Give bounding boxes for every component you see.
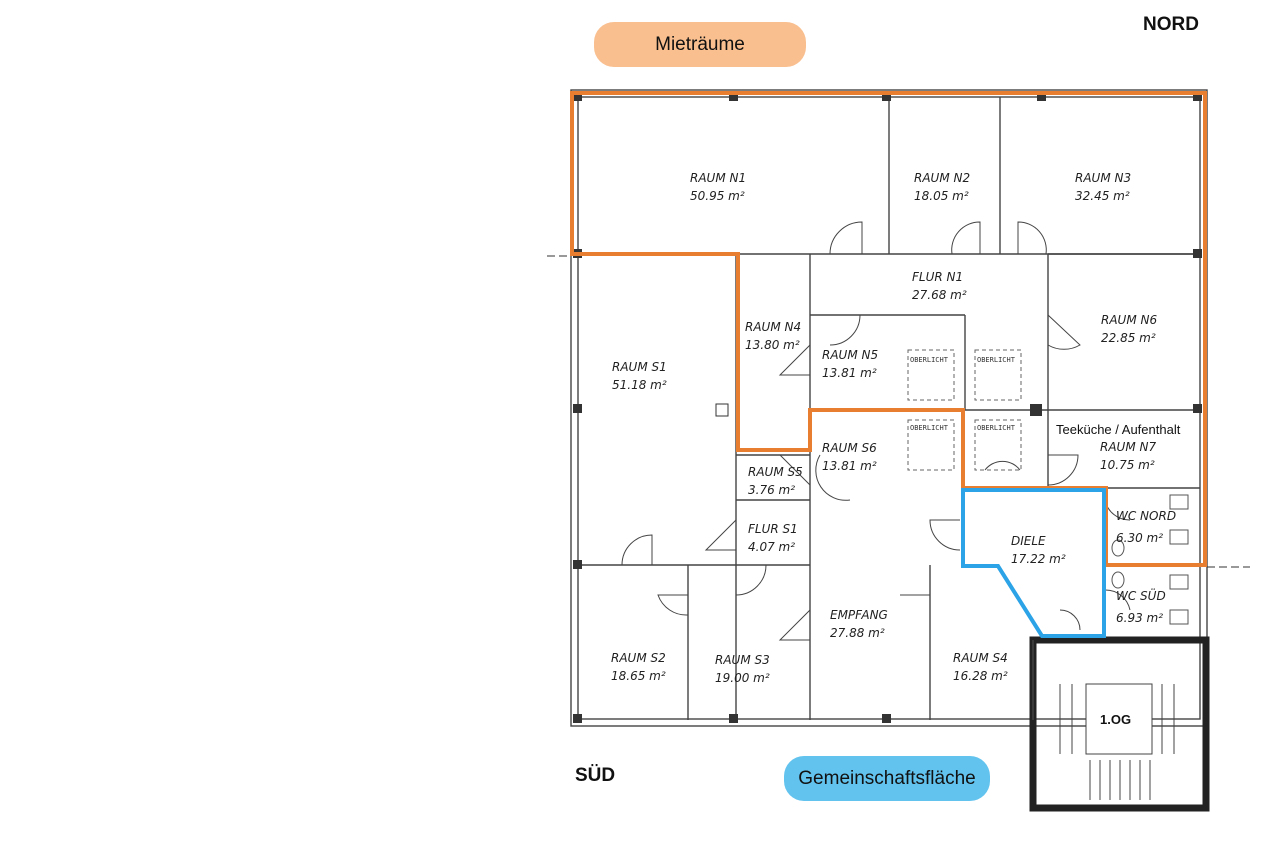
room-n2-area: 18.05 m² bbox=[914, 189, 969, 203]
room-n2-name: RAUM N2 bbox=[914, 171, 970, 185]
rental-area-outline bbox=[570, 91, 1207, 567]
common-area-outline bbox=[961, 488, 1106, 638]
axis-dashes bbox=[547, 255, 1250, 568]
room-s6-name: RAUM S6 bbox=[822, 441, 877, 455]
room-s2-name: RAUM S2 bbox=[611, 651, 666, 665]
room-s4-area: 16.28 m² bbox=[953, 669, 1008, 683]
oberlicht-label-1: OBERLICHT bbox=[910, 356, 949, 364]
flur-n1-name: FLUR N1 bbox=[912, 270, 963, 284]
room-s1-name: RAUM S1 bbox=[612, 360, 667, 374]
room-s4-name: RAUM S4 bbox=[953, 651, 1008, 665]
wc-nord-name: WC NORD bbox=[1116, 509, 1176, 523]
compass-south-label: SÜD bbox=[575, 765, 616, 786]
room-s5-name: RAUM S5 bbox=[748, 465, 803, 479]
room-s3-name: RAUM S3 bbox=[715, 653, 770, 667]
oberlicht-label-2: OBERLICHT bbox=[977, 356, 1016, 364]
room-n6-name: RAUM N6 bbox=[1101, 313, 1157, 327]
room-labels: RAUM N1 50.95 m² RAUM N2 18.05 m² RAUM N… bbox=[611, 171, 1181, 685]
room-s3-area: 19.00 m² bbox=[715, 671, 770, 685]
flur-s1-name: FLUR S1 bbox=[748, 522, 798, 536]
legend-rental-pill: Mieträume bbox=[594, 22, 806, 67]
room-n3-area: 32.45 m² bbox=[1075, 189, 1130, 203]
room-n4-area: 13.80 m² bbox=[745, 338, 800, 352]
room-s1-area: 51.18 m² bbox=[612, 378, 667, 392]
flur-s1-area: 4.07 m² bbox=[748, 540, 795, 554]
room-n1-area: 50.95 m² bbox=[690, 189, 745, 203]
legend-common-pill: Gemeinschaftsfläche bbox=[784, 756, 990, 801]
room-n3-name: RAUM N3 bbox=[1075, 171, 1131, 185]
oberlicht-label-4: OBERLICHT bbox=[977, 424, 1016, 432]
wc-sued-area: 6.93 m² bbox=[1116, 611, 1163, 625]
room-s5-area: 3.76 m² bbox=[748, 483, 795, 497]
room-n7-area: 10.75 m² bbox=[1100, 458, 1155, 472]
room-n4-name: RAUM N4 bbox=[745, 320, 801, 334]
room-s6-area: 13.81 m² bbox=[822, 459, 877, 473]
diele-area: 17.22 m² bbox=[1011, 552, 1066, 566]
skylights bbox=[907, 349, 1022, 471]
oberlicht-label-3: OBERLICHT bbox=[910, 424, 949, 432]
door-swings bbox=[621, 221, 1131, 641]
diele-name: DIELE bbox=[1011, 534, 1046, 548]
room-n6-area: 22.85 m² bbox=[1101, 331, 1156, 345]
columns bbox=[573, 92, 1202, 723]
room-n7-name: RAUM N7 bbox=[1100, 440, 1156, 454]
teekueche-label: Teeküche / Aufenthalt bbox=[1056, 422, 1181, 437]
compass-north-label: NORD bbox=[1143, 14, 1199, 35]
wc-nord-area: 6.30 m² bbox=[1116, 531, 1163, 545]
flur-n1-area: 27.68 m² bbox=[912, 288, 967, 302]
empfang-name: EMPFANG bbox=[830, 608, 888, 622]
room-n5-name: RAUM N5 bbox=[822, 348, 878, 362]
stair-label: 1.OG bbox=[1100, 712, 1131, 727]
room-n1-name: RAUM N1 bbox=[690, 171, 746, 185]
empfang-area: 27.88 m² bbox=[830, 626, 885, 640]
skylight-labels: OBERLICHT OBERLICHT OBERLICHT OBERLICHT bbox=[910, 356, 1016, 432]
room-s2-area: 18.65 m² bbox=[611, 669, 666, 683]
room-n5-area: 13.81 m² bbox=[822, 366, 877, 380]
wc-fixtures bbox=[1111, 494, 1189, 625]
wc-sued-name: WC SÜD bbox=[1116, 587, 1166, 603]
staircase bbox=[1059, 683, 1175, 800]
